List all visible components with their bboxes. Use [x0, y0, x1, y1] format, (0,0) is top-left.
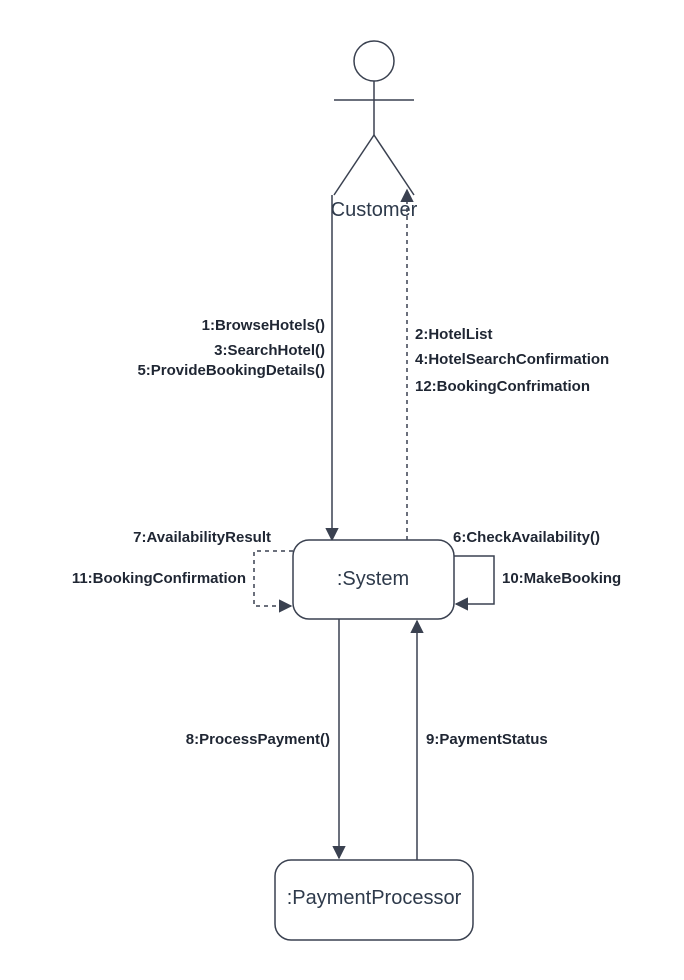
system-label: :System [337, 568, 409, 590]
message-label: 5:ProvideBookingDetails() [137, 362, 325, 379]
message-label: 4:HotelSearchConfirmation [415, 351, 609, 368]
system-node: :System [292, 539, 455, 620]
system-self-loop-left [253, 550, 293, 613]
payment-processor-node: :PaymentProcessor [274, 859, 474, 941]
payment-processor-label: :PaymentProcessor [287, 887, 462, 909]
system-self-loop-right [454, 555, 495, 611]
system-box [292, 539, 455, 620]
actor-right-leg [373, 134, 415, 196]
actor-left-leg [333, 134, 375, 196]
payment-processor-box [274, 859, 474, 941]
message-label: 6:CheckAvailability() [453, 529, 600, 546]
message-label: 12:BookingConfrimation [415, 378, 590, 395]
actor-label: Customer [331, 199, 418, 221]
message-label: 8:ProcessPayment() [186, 731, 330, 748]
message-label: 11:BookingConfirmation [72, 570, 246, 587]
actor-head [353, 40, 395, 82]
message-label: 3:SearchHotel() [214, 342, 325, 359]
message-label: 7:AvailabilityResult [133, 529, 271, 546]
message-label: 2:HotelList [415, 326, 493, 343]
customer-actor: Customer [331, 40, 418, 221]
message-label: 1:BrowseHotels() [202, 317, 325, 334]
message-label: 9:PaymentStatus [426, 731, 548, 748]
message-label: 10:MakeBooking [502, 570, 621, 587]
